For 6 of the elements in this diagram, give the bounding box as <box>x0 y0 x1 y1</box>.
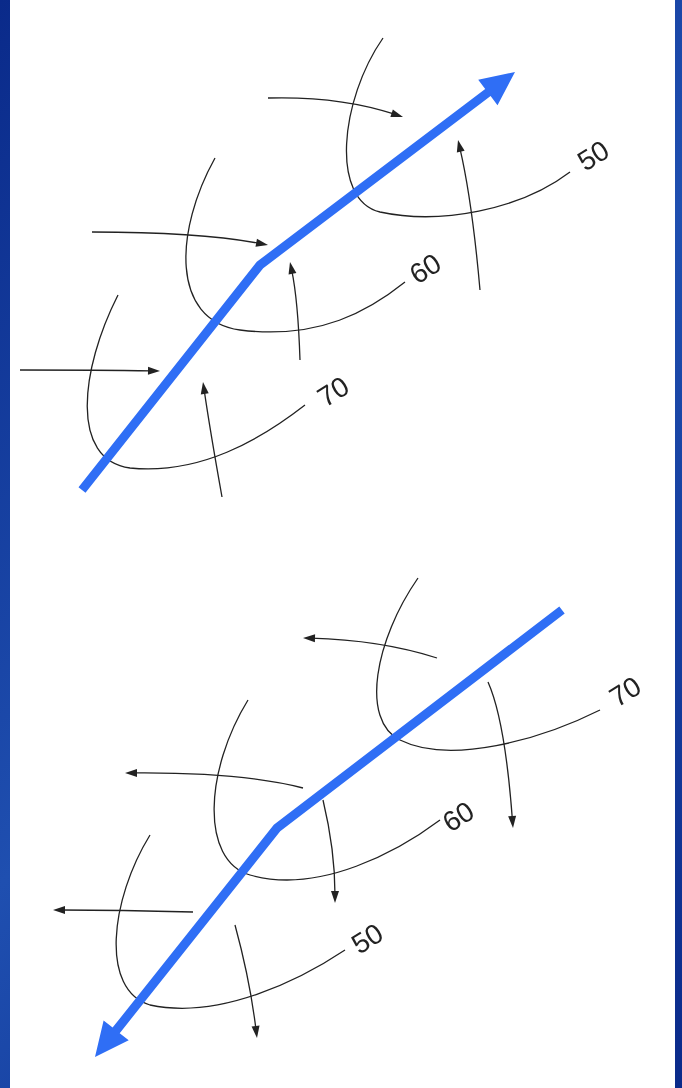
contour-label: 70 <box>312 371 355 413</box>
contour-label: 50 <box>346 918 389 960</box>
contour-label: 60 <box>437 796 480 838</box>
contour-label: 50 <box>572 135 615 177</box>
contour-label: 70 <box>604 671 647 713</box>
contour-label: 60 <box>404 248 447 290</box>
